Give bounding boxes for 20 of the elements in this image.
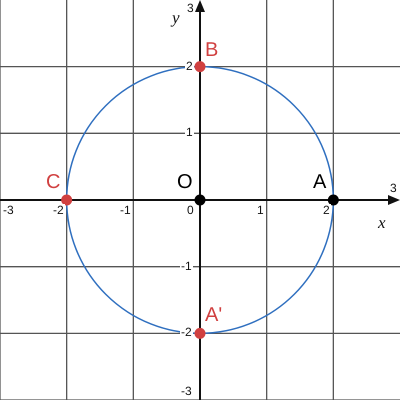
tick-label: -3: [180, 385, 193, 397]
tick-label: 1: [256, 204, 265, 216]
tick-label: -1: [119, 204, 132, 216]
axis-label: y: [172, 9, 180, 26]
tick-label: 2: [185, 60, 194, 72]
tick-label: 0: [186, 204, 195, 216]
point-label: B: [205, 40, 218, 60]
point-label: O: [177, 172, 193, 192]
tick-label: 3: [186, 2, 195, 14]
point-label: A: [313, 172, 326, 192]
tick-label: -2: [52, 204, 65, 216]
point-label: A': [205, 305, 222, 325]
tick-label: -3: [2, 204, 15, 216]
axis-label: x: [378, 214, 386, 231]
tick-label: 2: [322, 204, 331, 216]
point-label: C: [46, 172, 60, 192]
tick-label: 3: [389, 182, 398, 194]
tick-label: -2: [180, 326, 193, 338]
tick-label: -1: [180, 260, 193, 272]
tick-label: 1: [185, 126, 194, 138]
